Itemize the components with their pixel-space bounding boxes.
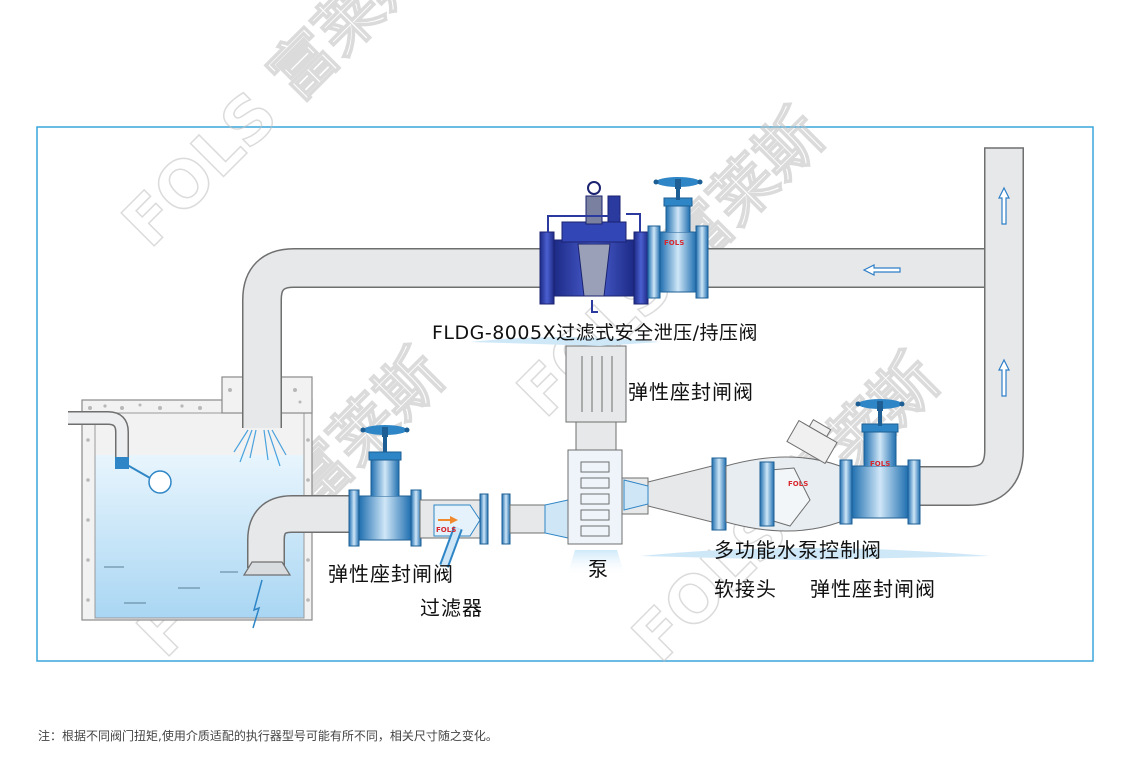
flow-arrow-up-icon (998, 358, 1010, 397)
suction-pipe (242, 495, 350, 629)
label-top-gate-valve: 弹性座封闸阀 (628, 380, 754, 404)
flex-joint (623, 479, 649, 511)
lifting-eye-icon (587, 181, 601, 195)
valve-badge: FOLS (436, 526, 456, 534)
flow-arrow-right-icon (438, 516, 458, 524)
label-control-valve: 多功能水泵控制阀 (714, 538, 882, 562)
float-valve-assembly (68, 411, 172, 494)
top-gate-valve: FOLS (647, 177, 709, 299)
main-relief-valve (539, 181, 649, 313)
pump (565, 345, 627, 576)
multifunction-control-valve: FOLS (711, 418, 841, 532)
right-gate-valve: FOLS (839, 399, 921, 525)
label-accents (470, 337, 990, 560)
water-spray (233, 429, 287, 467)
label-right-gate-valve: 弹性座封闸阀 (810, 577, 936, 601)
valve-badge: FOLS (664, 239, 684, 247)
suction-bell (242, 561, 292, 576)
valve-badge: FOLS (788, 480, 808, 488)
float-ball (148, 470, 172, 494)
label-pump: 泵 (588, 557, 609, 581)
return-pipe (242, 147, 1024, 506)
strainer: FOLS (419, 493, 569, 568)
pump-motor (565, 345, 627, 423)
left-gate-valve (348, 425, 422, 547)
label-flex-joint: 软接头 (714, 577, 777, 601)
diagram-frame (36, 126, 1094, 662)
footnote: 注：根据不同阀门扭矩,使用介质适配的执行器型号可能有所不同，相关尺寸随之变化。 (38, 729, 498, 743)
label-main-valve: FLDG-8005X过滤式安全泄压/持压阀 (432, 322, 758, 344)
flow-arrow-left-icon (862, 264, 901, 276)
flow-arrow-up-icon (998, 186, 1010, 225)
label-strainer: 过滤器 (420, 596, 483, 620)
watermark-text: FOLS 富莱斯 (109, 0, 444, 261)
valve-badge: FOLS (870, 460, 890, 468)
discharge-line (621, 465, 713, 523)
label-left-gate-valve: 弹性座封闸阀 (328, 562, 454, 586)
